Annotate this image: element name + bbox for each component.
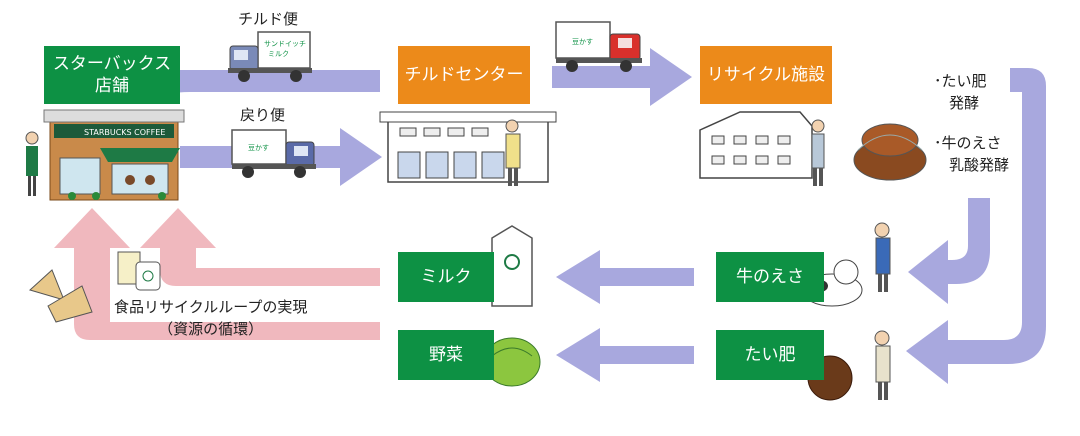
arrow-to-recycling: [552, 48, 692, 106]
truck-return-icon: 豆かす: [231, 129, 316, 178]
node-cow-feed: 牛のえさ: [716, 252, 824, 302]
store-sign-text: STARBUCKS COFFEE: [84, 128, 165, 137]
node-vegetables: 野菜: [398, 330, 494, 380]
label-return-trip: 戻り便: [240, 106, 286, 124]
chilled-center-illustration: [379, 111, 557, 186]
starbucks-store-illustration: STARBUCKS COFFEE: [25, 109, 185, 201]
label-process-feed: ･牛のえさ 乳酸発酵: [934, 134, 1010, 174]
truck-label-okara-2: 豆かす: [572, 38, 593, 46]
truck-label-sandwich: サンドイッチ: [264, 40, 306, 48]
cups-illustration: [117, 251, 161, 291]
arrow-chilled-delivery: [150, 70, 380, 100]
label-chilled-delivery: チルド便: [238, 10, 299, 28]
arrow-right-loop-compost: [906, 68, 1046, 384]
recycling-facility-illustration: [699, 111, 825, 186]
arrow-compost-to-vegetables: [556, 328, 694, 382]
label-process-compost: ･たい肥 発酵: [934, 72, 987, 112]
flow-arrows: [150, 48, 1046, 384]
farmer-illustration: [874, 222, 891, 292]
truck-label-milk: ミルク: [268, 50, 289, 58]
truck-label-okara: 豆かす: [248, 144, 269, 152]
loop-arrow-outer: [54, 208, 380, 340]
node-recycling-facility: リサイクル施設: [700, 46, 832, 104]
sandwich-illustration: [29, 269, 93, 323]
truck-chilled-icon: サンドイッチ ミルク: [228, 31, 312, 82]
node-chilled-center: チルドセンター: [398, 46, 530, 104]
arrow-feed-to-milk: [556, 250, 694, 304]
node-compost: たい肥: [716, 330, 824, 380]
node-milk: ミルク: [398, 252, 494, 302]
arrow-right-loop-feed: [908, 198, 990, 304]
farmer-2-illustration: [874, 330, 891, 400]
milk-carton-illustration: [491, 225, 533, 307]
truck-okara-icon: 豆かす: [555, 21, 642, 72]
recycle-loop-arrows: [54, 208, 380, 340]
loop-arrow-inner: [140, 208, 380, 286]
fermented-feed-illustration: [853, 123, 927, 181]
node-store: スターバックス 店舗: [44, 46, 180, 104]
label-loop-caption: 食品リサイクルループの実現 （資源の循環）: [114, 298, 308, 338]
